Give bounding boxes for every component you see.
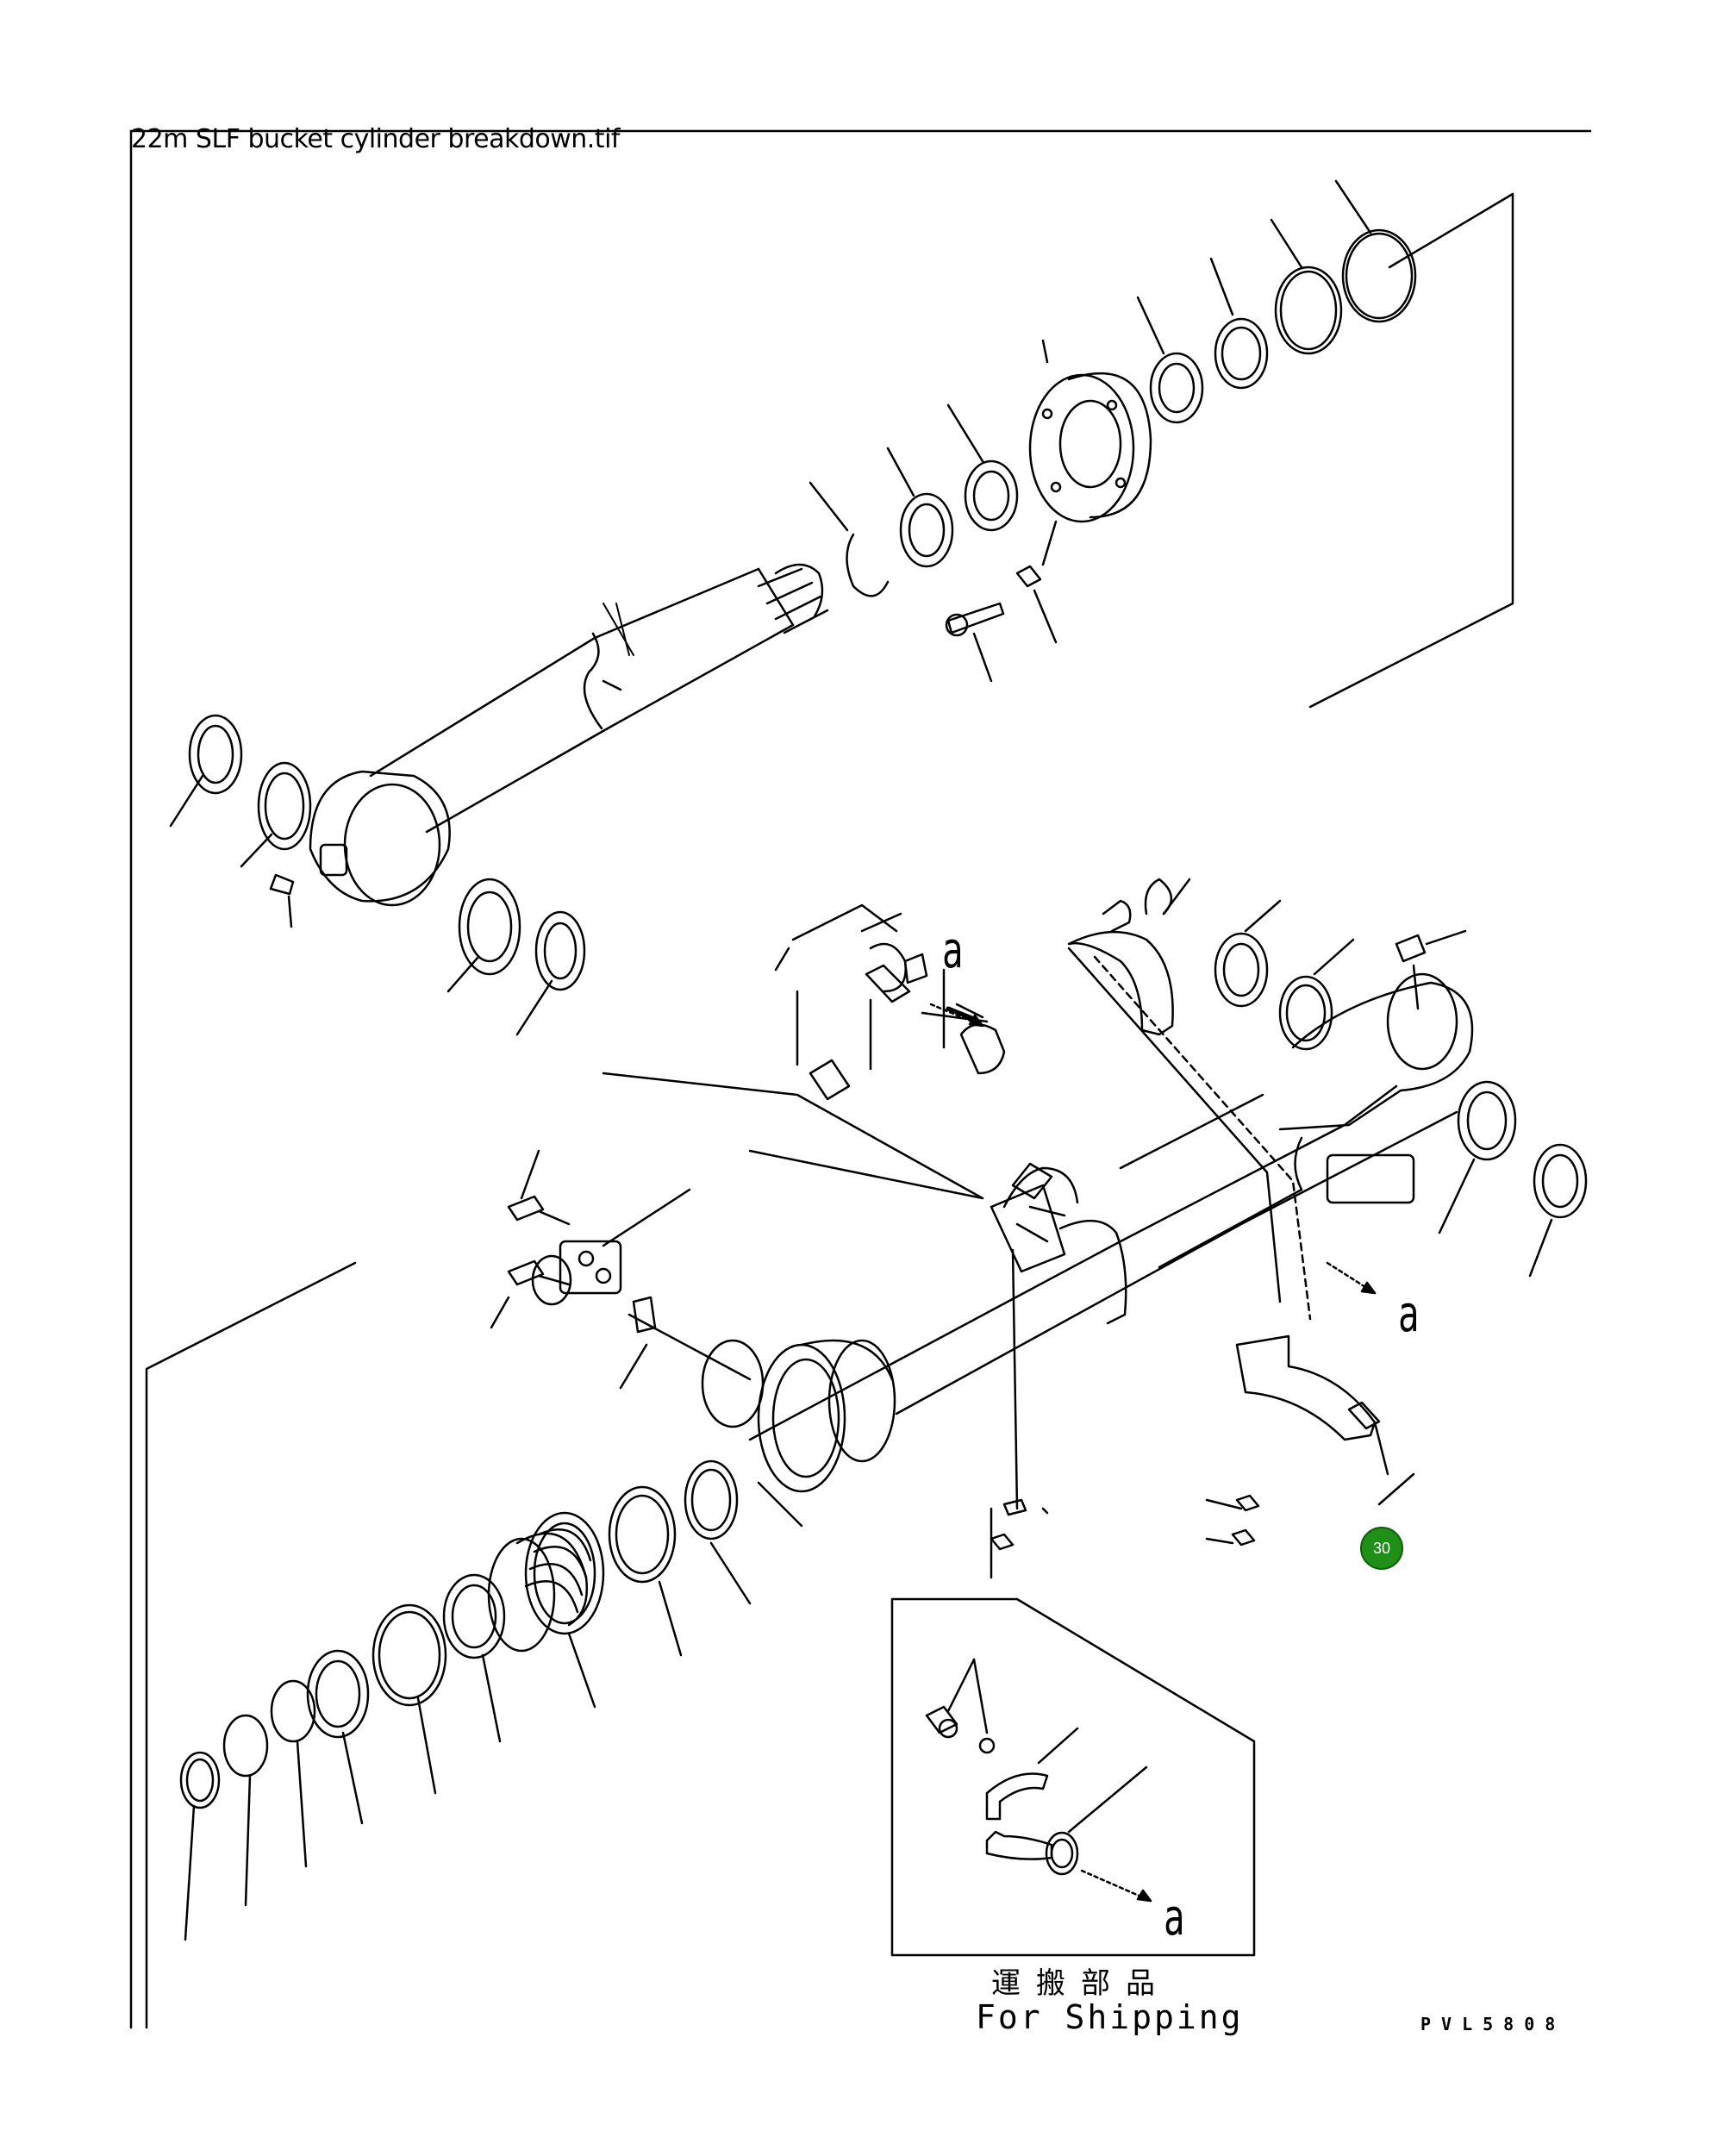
view-marker-a-shipping: a	[1164, 1888, 1185, 1947]
bottom-seals	[1214, 899, 1588, 1278]
rod-threads	[757, 563, 829, 634]
head-rings	[809, 179, 1417, 597]
shipping-label-english: For Shipping	[976, 1998, 1244, 2036]
piston-seal-stack	[179, 1459, 803, 1941]
piston-rod	[369, 563, 829, 834]
rod-assembly-enclosure	[1308, 192, 1514, 709]
tube-bottom-clevis	[1278, 929, 1474, 1204]
tube-enclosure	[145, 1261, 1260, 2029]
cylinder-tube	[748, 1084, 1458, 1441]
valves-and-piping	[774, 903, 1006, 1101]
file-name-title: 22m SLF bucket cylinder breakdown.tif	[131, 124, 620, 154]
rod-eye	[309, 770, 451, 907]
cylinder-head	[945, 339, 1152, 683]
page-frame	[129, 129, 1592, 2029]
view-marker-a-right: a	[1398, 1284, 1420, 1343]
shipping-parts-box	[890, 1597, 1256, 1957]
rod-side-seals	[169, 714, 586, 1036]
view-arrows	[929, 1003, 1377, 1903]
drawing-code: PVL5808	[1420, 2014, 1566, 2034]
tube-hose-guard	[602, 1072, 1127, 1510]
tube-clamps-and-hoses	[1067, 878, 1415, 1506]
view-marker-a-top: a	[942, 921, 964, 979]
shipping-label-japanese: 運搬部品	[991, 1966, 1171, 2001]
part-callout-30[interactable]: 30	[1360, 1527, 1403, 1570]
piston-parts	[490, 1149, 896, 1493]
